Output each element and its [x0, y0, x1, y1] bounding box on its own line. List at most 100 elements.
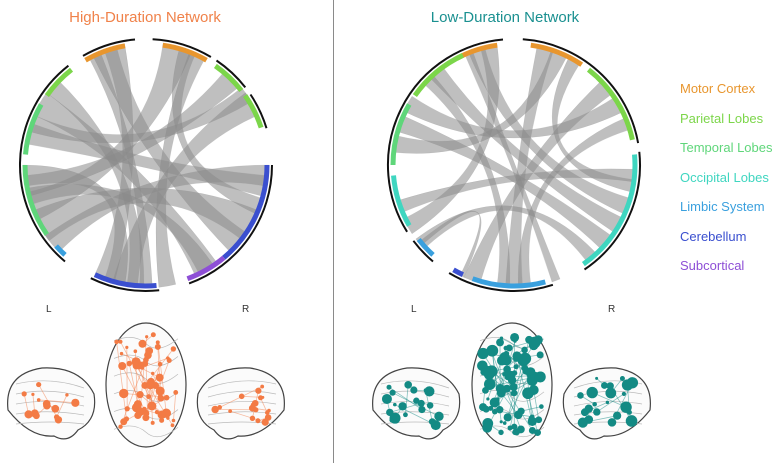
- high-right-node: [255, 387, 262, 394]
- high-top-brain: [105, 322, 187, 448]
- low-left-node: [410, 386, 418, 394]
- high-right-node: [265, 410, 270, 415]
- high-segment-limbic-system: [54, 244, 67, 257]
- low-right-node: [584, 404, 593, 413]
- legend-temporal-lobes: Temporal Lobes: [680, 140, 773, 155]
- low-top-node: [498, 429, 504, 436]
- low-left-lateral-brain: [372, 367, 461, 440]
- high-top-node: [155, 373, 164, 382]
- high-top-node: [170, 346, 177, 352]
- high-ring-arc: [19, 64, 70, 263]
- high-ribbons: [22, 42, 270, 289]
- low-top-node: [521, 364, 529, 372]
- low-top-node: [496, 405, 504, 414]
- high-top-node: [166, 416, 170, 420]
- high-right-node: [260, 384, 265, 389]
- low-ring-arc: [448, 272, 554, 292]
- region-legend: Motor Cortex Parietal Lobes Temporal Lob…: [680, 80, 773, 287]
- high-top-node: [159, 417, 165, 423]
- low-right-node: [605, 400, 610, 405]
- high-top-node: [147, 401, 157, 411]
- high-right-lateral-brain: [196, 367, 285, 440]
- high-segment-cerebellum: [222, 164, 270, 260]
- low-left-node: [386, 384, 392, 390]
- high-top-node: [134, 411, 142, 420]
- high-top-node: [136, 391, 144, 399]
- high-top-node: [124, 406, 130, 412]
- high-top-node: [118, 424, 123, 429]
- low-top-node: [503, 413, 512, 422]
- low-top-node: [534, 375, 540, 381]
- low-left-node: [413, 397, 420, 404]
- low-left-node: [418, 405, 426, 414]
- high-segment-temporal-lobes: [23, 103, 44, 155]
- panel-divider: [333, 0, 334, 463]
- high-duration-title: High-Duration Network: [69, 9, 221, 26]
- legend-limbic-system: Limbic System: [680, 199, 765, 214]
- high-top-node: [150, 371, 155, 376]
- low-top-node: [528, 426, 536, 434]
- high-segment-motor-cortex: [162, 42, 208, 63]
- low-right-node: [613, 411, 622, 420]
- high-top-node: [155, 340, 160, 345]
- high-left-node: [21, 391, 27, 397]
- high-top-node: [163, 394, 170, 401]
- high-right-node: [253, 407, 259, 413]
- low-top-node: [502, 371, 507, 377]
- high-left-node: [32, 412, 40, 420]
- low-right-node: [595, 376, 599, 380]
- low-top-node: [512, 351, 522, 361]
- high-segment-cerebellum: [93, 272, 157, 289]
- high-left-node: [53, 414, 60, 420]
- low-right-node: [601, 382, 608, 389]
- high-top-node: [133, 349, 138, 354]
- high-outer-ring: [19, 38, 273, 292]
- low-ring-arc: [412, 240, 434, 263]
- high-right-node: [238, 393, 245, 400]
- low-left-node: [426, 402, 434, 409]
- high-segment-motor-cortex: [84, 43, 126, 63]
- low-right-lateral-brain: [562, 367, 651, 440]
- low-top-node: [482, 405, 490, 413]
- low-top-node: [503, 345, 509, 351]
- low-left-hemisphere-label: L: [411, 304, 417, 315]
- high-right-node: [261, 418, 269, 426]
- low-left-node: [434, 411, 444, 422]
- low-top-node: [499, 420, 503, 424]
- high-left-node: [24, 410, 33, 419]
- high-left-node: [51, 404, 60, 413]
- high-ring-arc: [188, 164, 273, 285]
- high-top-node: [119, 388, 129, 399]
- high-top-node: [141, 406, 147, 412]
- high-top-node: [139, 365, 145, 370]
- high-top-node: [123, 416, 130, 422]
- low-left-node: [398, 402, 407, 411]
- high-left-node: [31, 392, 35, 397]
- low-top-node: [494, 397, 500, 403]
- low-right-node: [577, 392, 584, 399]
- high-right-node: [255, 418, 261, 424]
- low-top-node: [534, 429, 541, 437]
- low-top-node: [485, 365, 498, 378]
- high-top-node: [173, 390, 179, 395]
- high-segment-parietal-lobes: [44, 67, 74, 98]
- low-top-node: [521, 346, 528, 354]
- high-top-node: [145, 335, 149, 339]
- low-right-node: [607, 418, 617, 427]
- low-ribbons: [391, 42, 638, 289]
- low-top-node: [528, 336, 541, 349]
- high-top-node: [118, 362, 127, 371]
- high-right-node: [217, 405, 222, 410]
- low-segment-parietal-lobes: [412, 53, 464, 98]
- high-top-node: [141, 360, 149, 367]
- low-outer-ring: [386, 38, 641, 292]
- high-top-node: [155, 386, 165, 396]
- low-right-node: [586, 386, 598, 399]
- legend-cerebellum: Cerebellum: [680, 228, 747, 244]
- high-top-node: [170, 423, 175, 428]
- low-top-node: [496, 388, 506, 398]
- low-left-node: [428, 418, 436, 425]
- high-top-node: [142, 414, 150, 422]
